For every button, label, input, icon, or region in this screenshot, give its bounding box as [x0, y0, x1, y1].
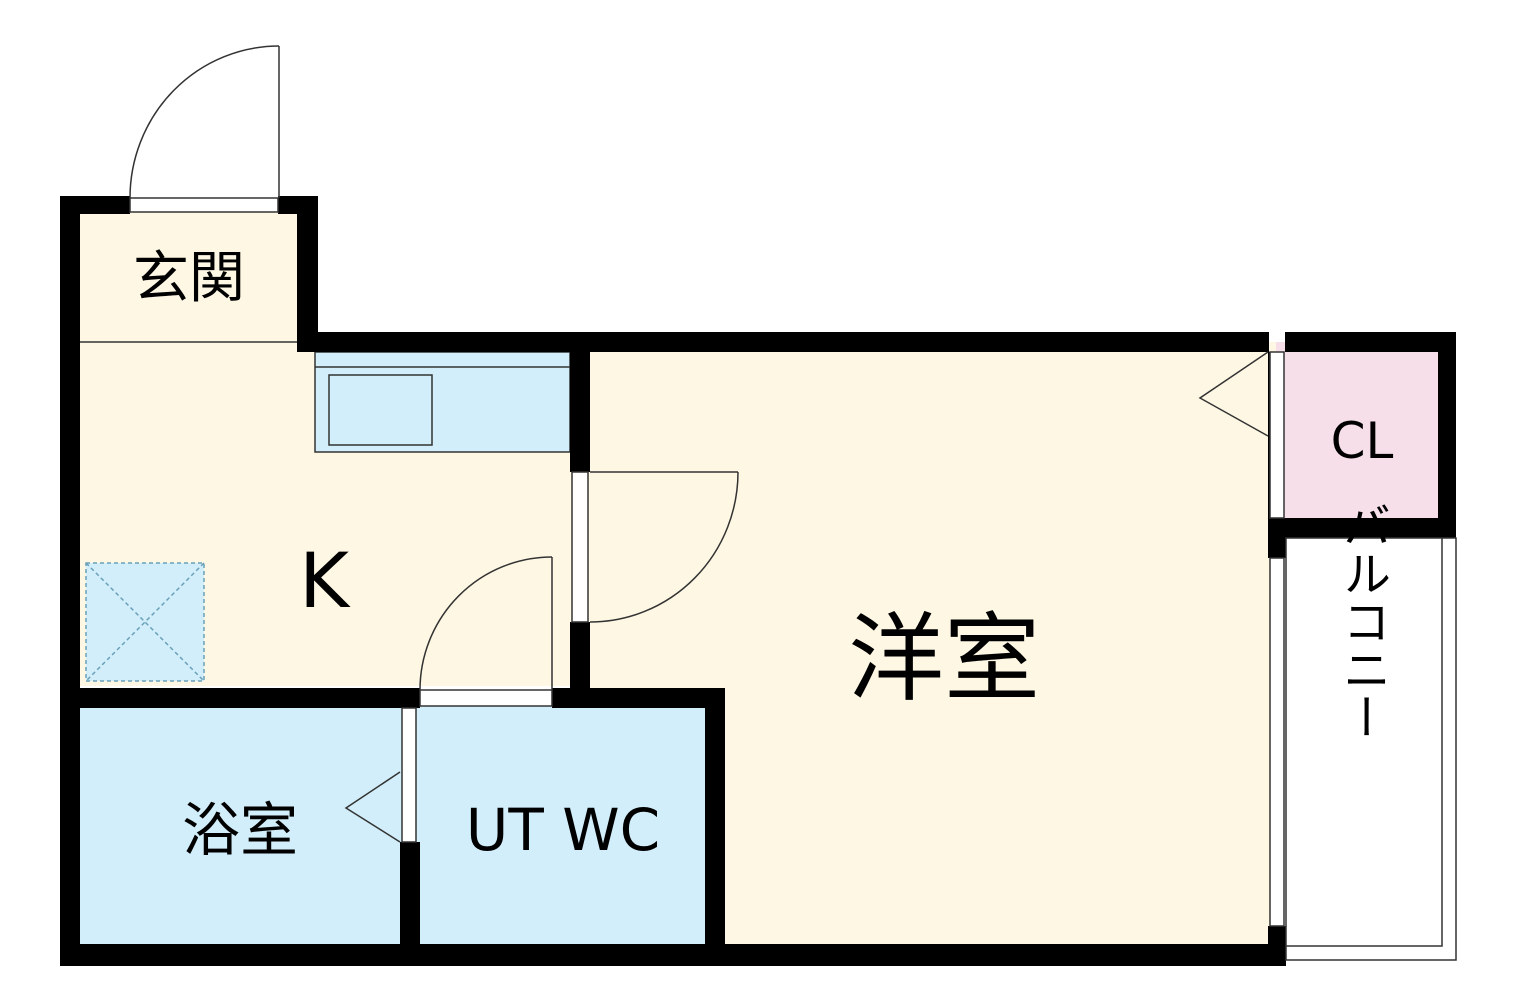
- kitchen-label: K: [299, 536, 351, 625]
- balcony-label: バルコニー: [1334, 501, 1390, 741]
- genkan-label: 玄関: [133, 246, 245, 311]
- balcony-area: [1285, 537, 1457, 961]
- balcony-window: [1269, 557, 1285, 927]
- ut-wc-door: [419, 556, 553, 707]
- bathroom-label: 浴室: [182, 796, 298, 864]
- washing-machine-space: [85, 562, 205, 682]
- closet-floor: [1276, 342, 1446, 528]
- entrance-door: [129, 45, 280, 213]
- western-room-label: 洋室: [848, 603, 1040, 715]
- closet-door: [1198, 351, 1285, 519]
- ut-wc-floor: [409, 698, 715, 952]
- western-room-door: [571, 471, 739, 623]
- walls: [60, 196, 1456, 966]
- bathroom-floor: [70, 698, 409, 952]
- sink-icon: [328, 374, 433, 446]
- bathroom-door: [344, 707, 417, 843]
- kitchen-counter: [314, 351, 571, 453]
- closet-label: CL: [1331, 412, 1394, 470]
- ut-wc-label: UT WC: [466, 796, 660, 864]
